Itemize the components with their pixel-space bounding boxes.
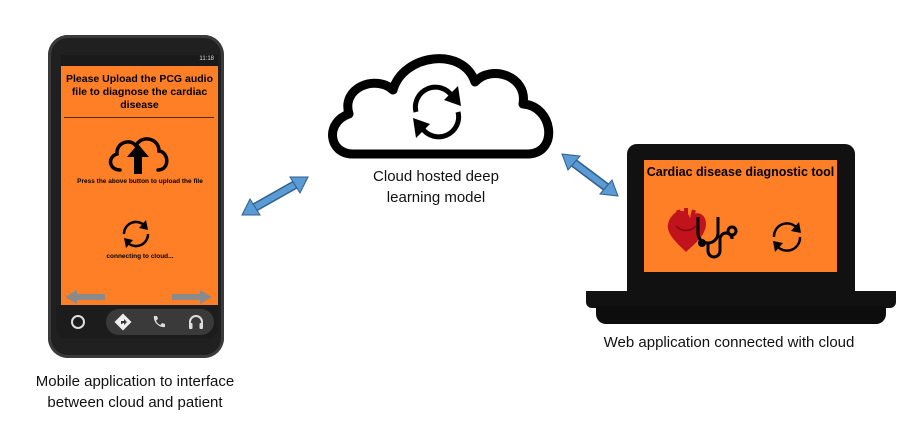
laptop-base-edge [596,306,886,324]
back-arrow-icon[interactable] [65,290,105,304]
sync-icon [772,222,802,252]
phone-upload-title: Please Upload the PCG audio file to diag… [65,73,214,111]
status-time: 11:18 [199,56,214,62]
phone-status-bar: 11:18 [61,55,218,66]
cloud-icon [328,54,554,159]
sync-icon [122,220,150,248]
headphones-icon[interactable] [187,313,205,331]
phone-icon[interactable] [151,314,167,330]
phone-cloud-link-arrow [241,176,309,216]
stethoscope-icon [696,217,738,259]
web-app-title: Cardiac disease diagnostic tool [646,165,835,179]
upload-hint-text: Press the above button to upload the fil… [77,178,203,185]
laptop-keyboard-base [586,291,896,308]
connection-status-text: connecting to cloud... [106,253,174,260]
mobile-app-caption: Mobile application to interface between … [35,373,235,411]
web-app-caption: Web application connected with cloud [603,334,855,351]
home-circle-icon[interactable] [70,314,86,330]
cloud-upload-icon[interactable] [104,130,172,176]
heart-icon [667,208,706,252]
phone-divider [64,117,214,118]
phone-screen [61,66,218,310]
sync-icon [412,84,462,140]
cloud-web-link-arrow [561,153,619,197]
cloud-caption: Cloud hosted deep learning model [373,168,499,206]
forward-arrow-icon[interactable] [172,290,212,304]
navigation-icon[interactable] [114,313,132,331]
